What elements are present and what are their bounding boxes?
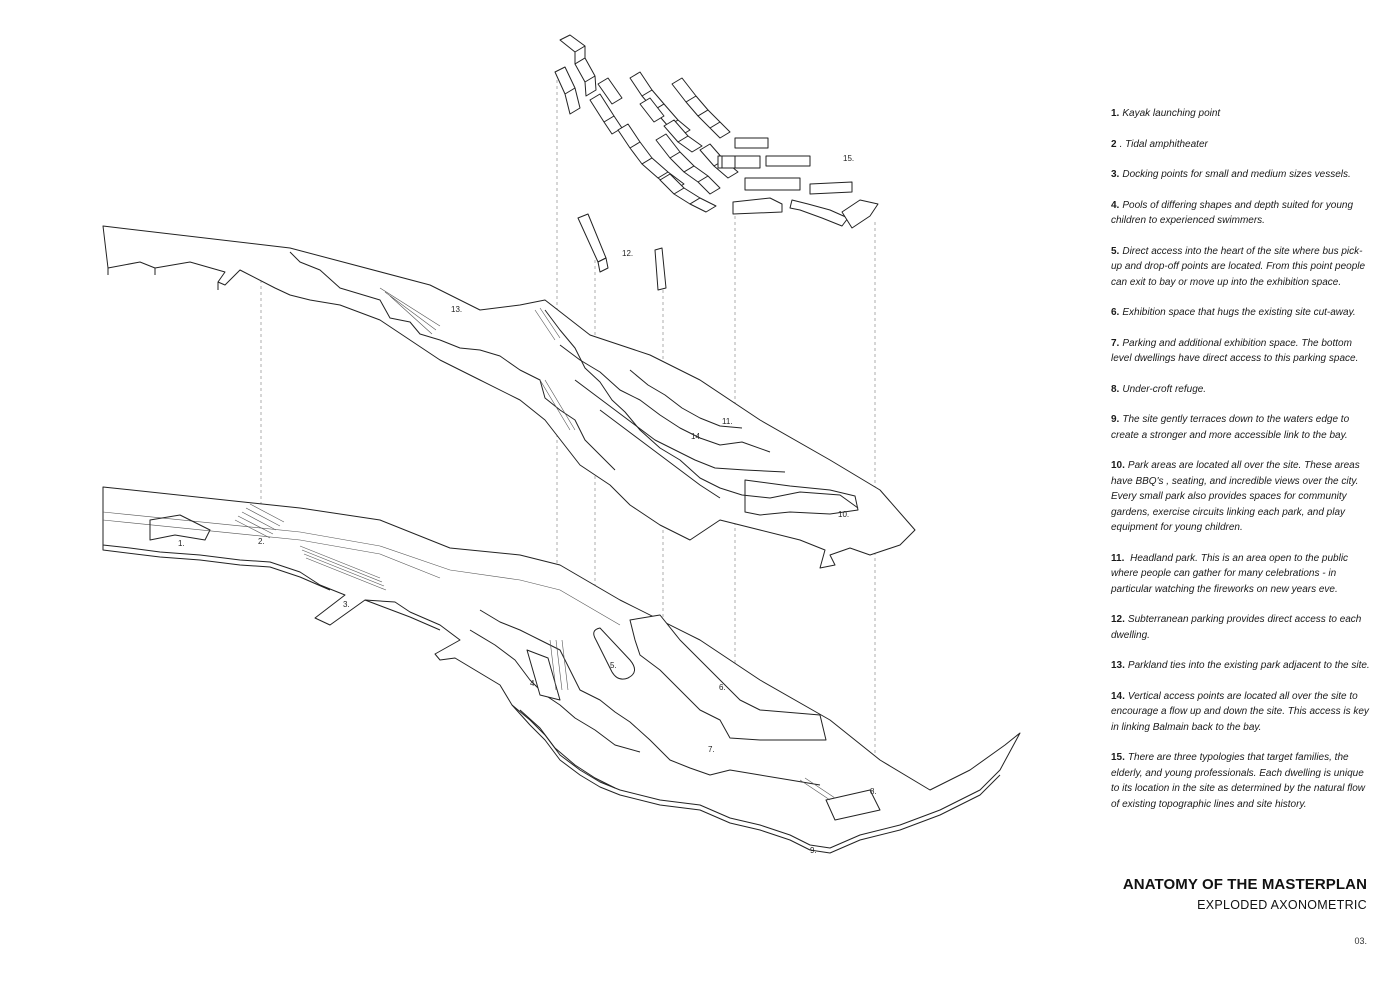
- parking-layer: 12.: [577, 213, 667, 291]
- legend-item-text: Parkland ties into the existing park adj…: [1127, 660, 1370, 671]
- legend-item-number: 4.: [1111, 199, 1120, 211]
- label-6: 6.: [719, 683, 726, 692]
- legend-item-text: Vertical access points are located all o…: [1111, 690, 1369, 733]
- label-10: 10.: [838, 510, 849, 519]
- label-7: 7.: [708, 745, 715, 754]
- label-13: 13.: [451, 305, 462, 314]
- legend-item-number: 11.: [1111, 552, 1125, 564]
- label-2: 2.: [258, 537, 265, 546]
- legend-item-text: Exhibition space that hugs the existing …: [1122, 307, 1356, 318]
- legend-item: 1.Kayak launching point: [1111, 106, 1373, 122]
- legend-item-number: 8.: [1111, 383, 1120, 395]
- legend-item-number: 15.: [1111, 752, 1125, 763]
- legend-item-number: 3.: [1111, 169, 1120, 180]
- label-9: 9.: [810, 846, 817, 855]
- title-block: ANATOMY OF THE MASTERPLAN EXPLODED AXONO…: [1123, 876, 1367, 912]
- legend-item: 4.Pools of differing shapes and depth su…: [1111, 198, 1373, 229]
- legend-item-text: Parking and additional exhibition space.…: [1111, 337, 1359, 365]
- park-terrace-layer: 13. 11. 14. 10.: [102, 225, 916, 569]
- drawing-title: ANATOMY OF THE MASTERPLAN: [1122, 876, 1367, 893]
- drawing-subtitle: EXPLODED AXONOMETRIC: [1197, 898, 1367, 912]
- legend-item-text: Docking points for small and medium size…: [1122, 169, 1351, 180]
- legend-item-text: Kayak launching point: [1122, 108, 1221, 119]
- legend-item: 15.There are three typologies that targe…: [1111, 750, 1373, 812]
- label-5: 5.: [610, 661, 617, 670]
- legend-item-number: 9.: [1111, 414, 1120, 425]
- label-3: 3.: [343, 600, 350, 609]
- legend-item: 12.Subterranean parking provides direct …: [1111, 612, 1373, 643]
- legend-item: 3.Docking points for small and medium si…: [1111, 167, 1373, 183]
- legend-item-number: 7.: [1111, 337, 1120, 349]
- label-4: 4.: [530, 679, 537, 688]
- legend-item-text: Subterranean parking provides direct acc…: [1111, 614, 1362, 641]
- legend-item: 7.Parking and additional exhibition spac…: [1111, 336, 1373, 367]
- legend-item: 10.Park areas are located all over the s…: [1111, 458, 1373, 536]
- legend-item-text: Under-croft refuge.: [1122, 383, 1207, 395]
- legend-item-number: 14.: [1111, 690, 1125, 702]
- legend-item: 6.Exhibition space that hugs the existin…: [1111, 305, 1373, 321]
- legend-item-number: 1.: [1111, 108, 1120, 119]
- legend-item-number: 10.: [1111, 460, 1125, 471]
- legend-item-number: 13.: [1111, 660, 1125, 671]
- legend-item-text: Park areas are located all over the site…: [1111, 460, 1360, 533]
- label-8: 8.: [870, 787, 877, 796]
- legend-item: 11. Headland park. This is an area open …: [1111, 551, 1373, 598]
- legend-item-text: Direct access into the heart of the site…: [1111, 245, 1366, 288]
- legend-item: 13.Parkland ties into the existing park …: [1111, 658, 1373, 674]
- legend-item-text: Headland park. This is an area open to t…: [1111, 552, 1349, 595]
- legend-item: 9.The site gently terraces down to the w…: [1111, 412, 1373, 443]
- label-1: 1.: [178, 539, 185, 548]
- legend-item-text: The site gently terraces down to the wat…: [1111, 414, 1350, 441]
- label-15: 15.: [843, 154, 854, 163]
- label-12: 12.: [622, 249, 633, 258]
- waterfront-layer: 1. 2. 3. 4. 5. 6. 7. 8. 9.: [102, 486, 1021, 855]
- legend-item-text: There are three typologies that target f…: [1111, 752, 1366, 810]
- legend-item: 14.Vertical access points are located al…: [1111, 689, 1373, 736]
- page-number: 03.: [1354, 936, 1367, 946]
- legend-item-number: 2: [1111, 138, 1117, 150]
- exploded-axonometric-drawing: 15. 12. 13. 11. 14. 10.: [102, 34, 1021, 855]
- legend-item: 8.Under-croft refuge.: [1111, 382, 1373, 398]
- legend-item: 2. Tidal amphitheater: [1111, 137, 1373, 153]
- dwelling-blocks-layer: 15.: [554, 34, 879, 229]
- legend-item-text: Pools of differing shapes and depth suit…: [1111, 199, 1354, 227]
- legend-item: 5.Direct access into the heart of the si…: [1111, 244, 1373, 291]
- legend-item-number: 5.: [1111, 245, 1120, 257]
- label-14: 14.: [691, 432, 702, 441]
- legend-item-text: . Tidal amphitheater: [1119, 138, 1208, 150]
- legend-item-number: 6.: [1111, 307, 1120, 318]
- legend: 1.Kayak launching point 2. Tidal amphithe…: [1111, 106, 1373, 827]
- legend-item-number: 12.: [1111, 614, 1125, 625]
- label-11: 11.: [722, 417, 733, 426]
